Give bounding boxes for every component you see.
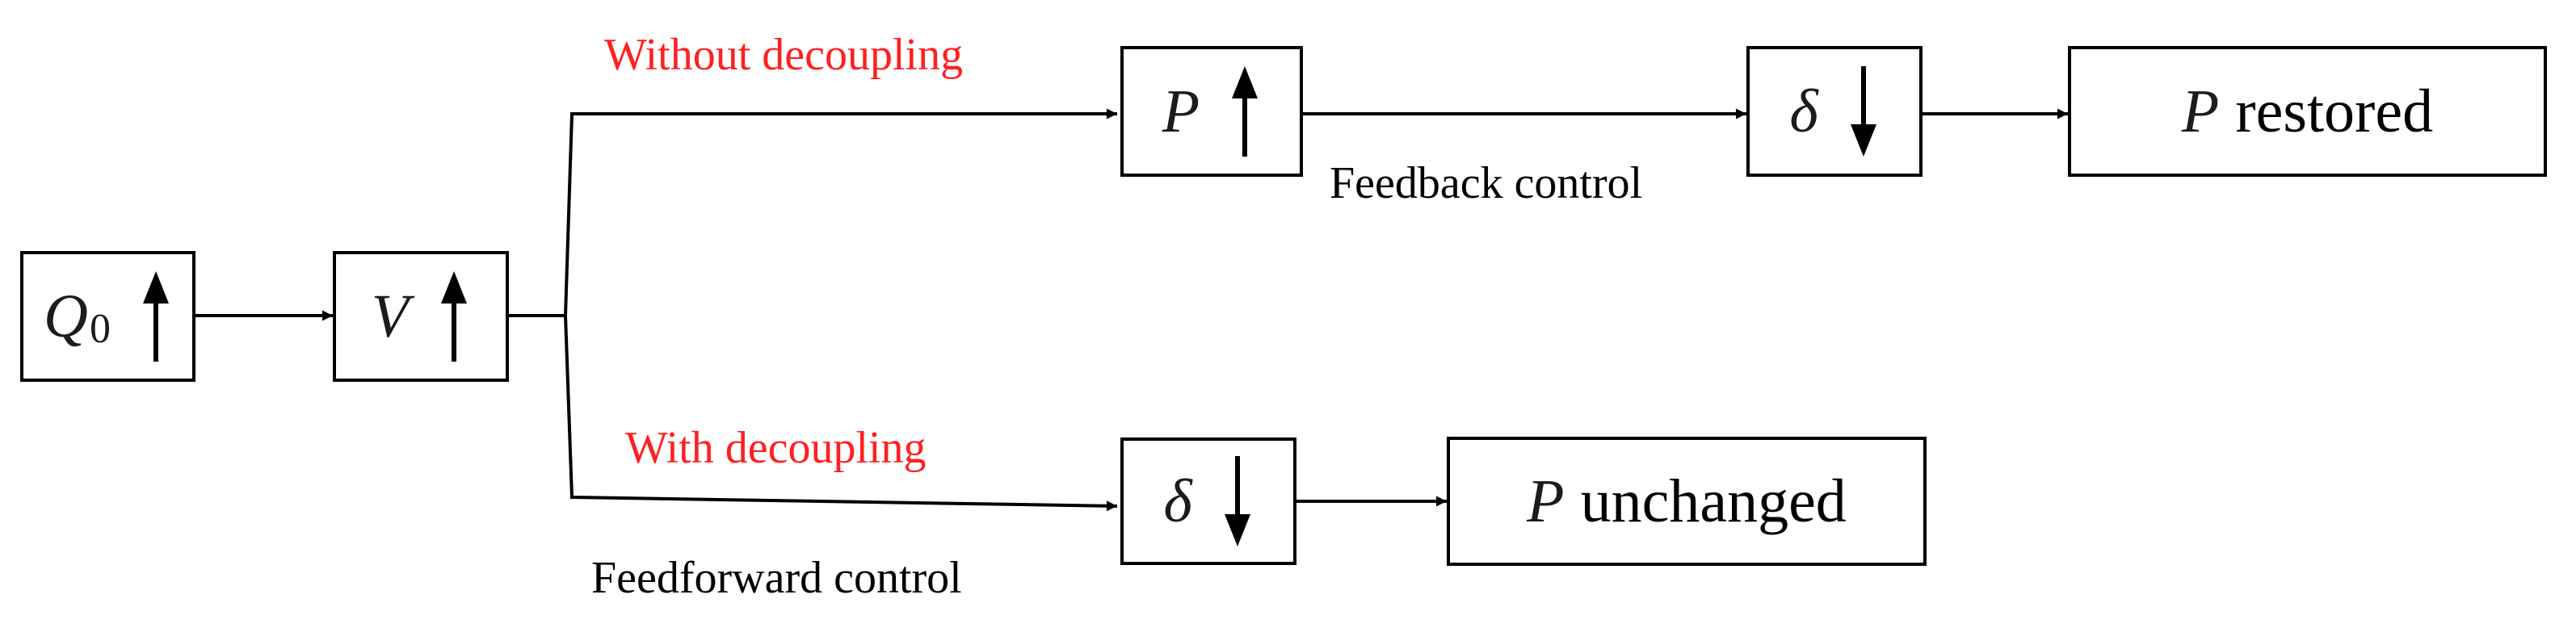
node-v-symbol: V <box>371 283 410 350</box>
label-feedback-control: Feedback control <box>1330 158 1643 208</box>
node-delta-symbol: δ <box>1789 77 1818 145</box>
down-arrow-icon <box>1850 66 1876 157</box>
branch-lower-path <box>564 315 1118 512</box>
down-arrow-icon <box>1224 456 1250 546</box>
node-delta-symbol: δ <box>1163 467 1192 535</box>
label-without-decoupling: Without decoupling <box>604 30 964 80</box>
node-p-restored-symbol: P <box>2181 77 2220 145</box>
up-arrow-icon <box>441 271 468 362</box>
node-p-restored-text: restored <box>2235 77 2434 145</box>
node-q0-subscript: 0 <box>89 306 111 352</box>
node-p-unchanged-symbol: P <box>1527 467 1565 535</box>
branch-upper-path <box>564 108 1117 316</box>
node-v: V <box>333 251 509 382</box>
label-with-decoupling: With decoupling <box>625 423 927 473</box>
up-arrow-icon <box>142 271 169 362</box>
node-p-rises: P <box>1120 46 1303 177</box>
node-p-symbol: P <box>1162 77 1200 145</box>
node-p-unchanged-text: unchanged <box>1580 467 1847 535</box>
label-feedforward-control: Feedforward control <box>591 553 962 603</box>
node-q0-symbol: Q <box>44 283 88 350</box>
node-delta-falls-top: δ <box>1746 46 1923 177</box>
node-delta-falls-bottom: δ <box>1120 438 1296 565</box>
up-arrow-icon <box>1232 66 1259 157</box>
